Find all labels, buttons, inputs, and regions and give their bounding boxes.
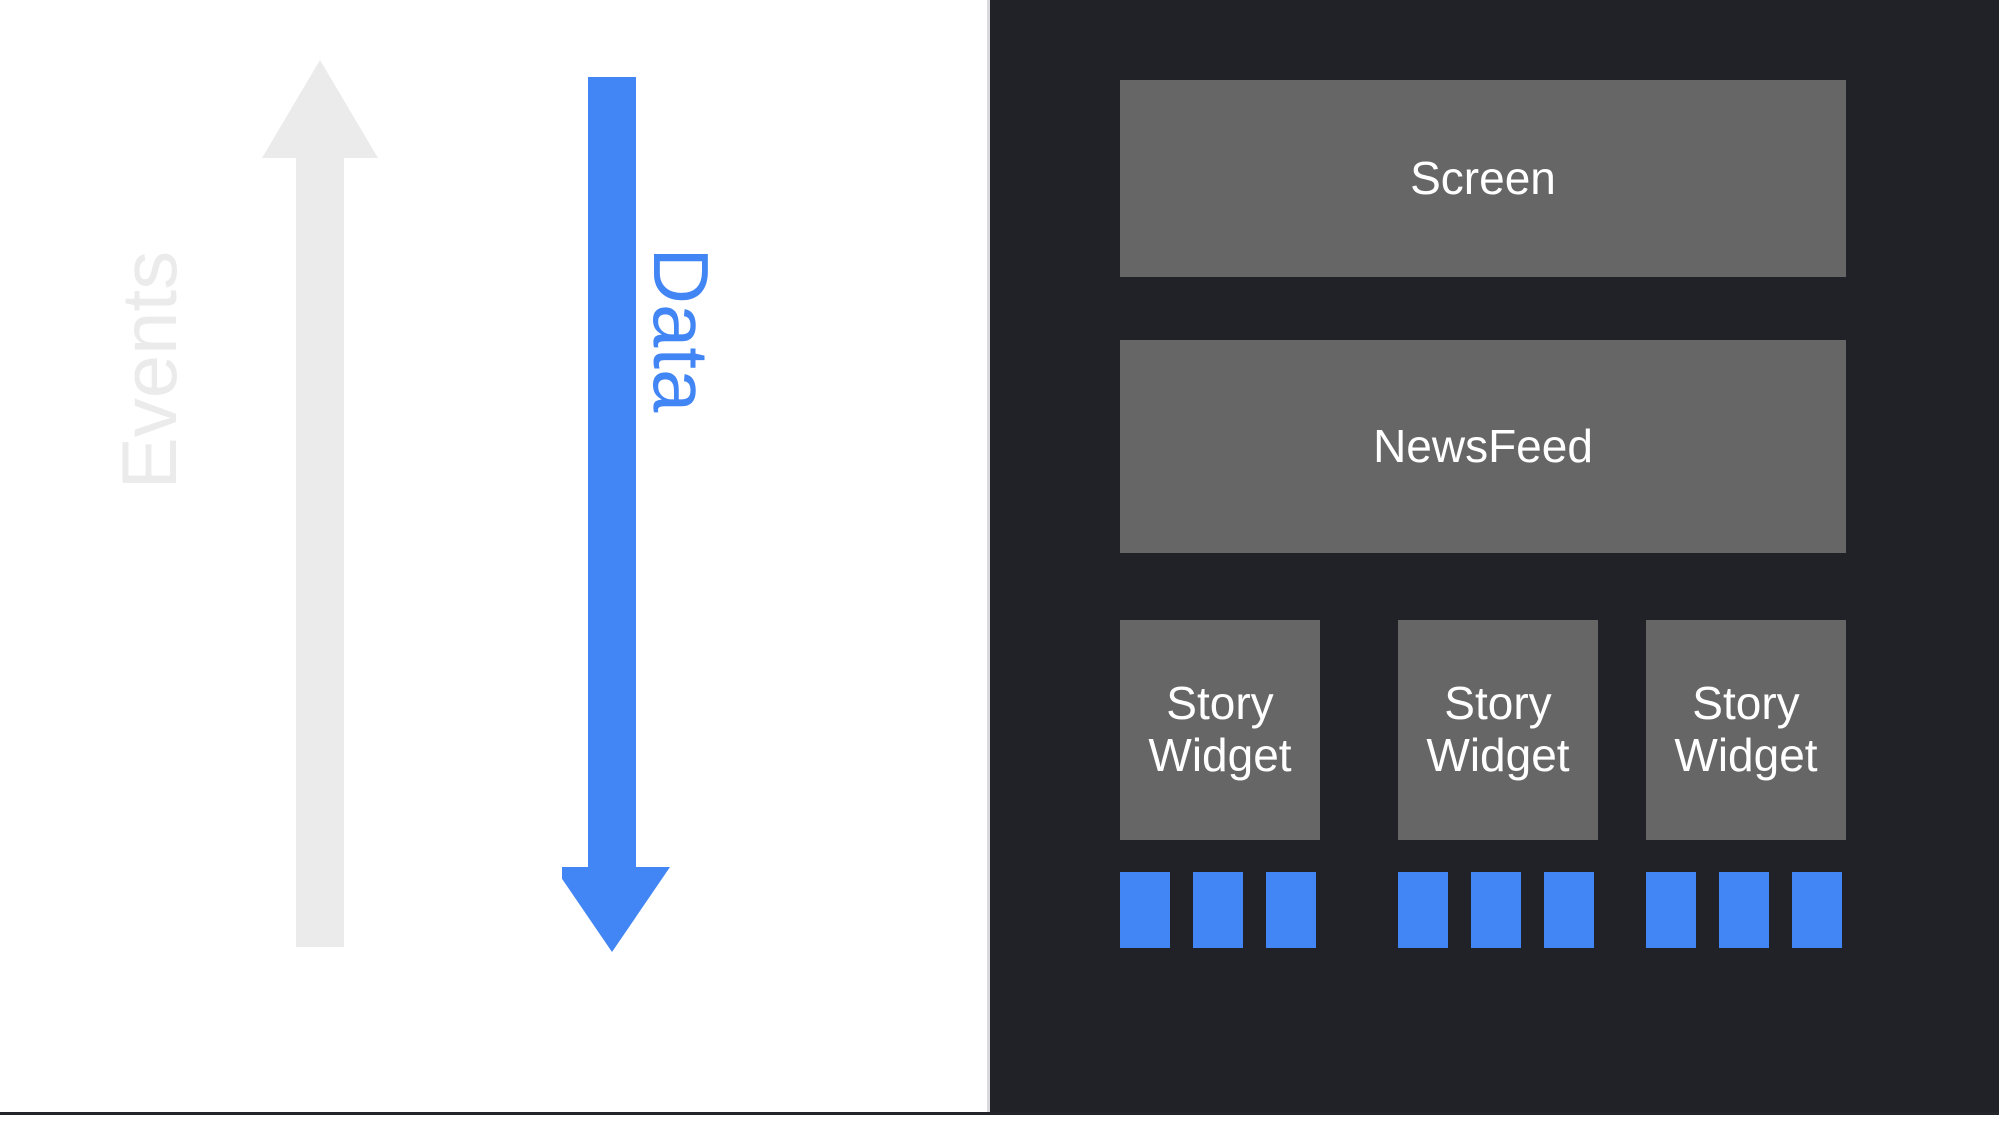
node-story-widget[interactable]: Story Widget bbox=[1398, 620, 1598, 840]
node-story-widget-line1: Story bbox=[1166, 677, 1274, 730]
node-story-widget-line1: Story bbox=[1444, 677, 1552, 730]
node-story-widget-line1: Story bbox=[1692, 677, 1800, 730]
story-tick[interactable] bbox=[1398, 872, 1448, 948]
story-tick-group bbox=[1646, 872, 1842, 948]
bottom-divider bbox=[0, 1112, 1999, 1115]
node-screen-label: Screen bbox=[1410, 151, 1556, 204]
story-tick[interactable] bbox=[1266, 872, 1316, 948]
story-tick[interactable] bbox=[1193, 872, 1243, 948]
story-tick-group bbox=[1120, 872, 1316, 948]
node-newsfeed-label: NewsFeed bbox=[1373, 419, 1593, 472]
story-tick[interactable] bbox=[1792, 872, 1842, 948]
data-flow-label: Data bbox=[637, 247, 725, 413]
node-story-widget-line2: Widget bbox=[1426, 729, 1570, 781]
node-story-widget-line2: Widget bbox=[1674, 729, 1818, 781]
node-story-widget-label: Story Widget bbox=[1148, 678, 1291, 781]
story-tick[interactable] bbox=[1120, 872, 1170, 948]
node-screen[interactable]: Screen bbox=[1120, 80, 1846, 277]
node-story-widget-label: Story Widget bbox=[1674, 678, 1817, 781]
node-story-widget[interactable]: Story Widget bbox=[1646, 620, 1846, 840]
arrow-down-icon bbox=[562, 77, 670, 952]
events-flow-label: Events bbox=[105, 250, 193, 490]
node-newsfeed[interactable]: NewsFeed bbox=[1120, 340, 1846, 553]
node-story-widget[interactable]: Story Widget bbox=[1120, 620, 1320, 840]
story-tick[interactable] bbox=[1471, 872, 1521, 948]
story-tick[interactable] bbox=[1719, 872, 1769, 948]
arrow-up-icon bbox=[262, 60, 378, 947]
node-story-widget-label: Story Widget bbox=[1426, 678, 1569, 781]
node-story-widget-line2: Widget bbox=[1148, 729, 1292, 781]
left-legend-pane: Events Data bbox=[0, 0, 990, 1112]
story-tick[interactable] bbox=[1544, 872, 1594, 948]
pane-divider bbox=[987, 0, 990, 1112]
story-tick-group bbox=[1398, 872, 1594, 948]
story-tick[interactable] bbox=[1646, 872, 1696, 948]
